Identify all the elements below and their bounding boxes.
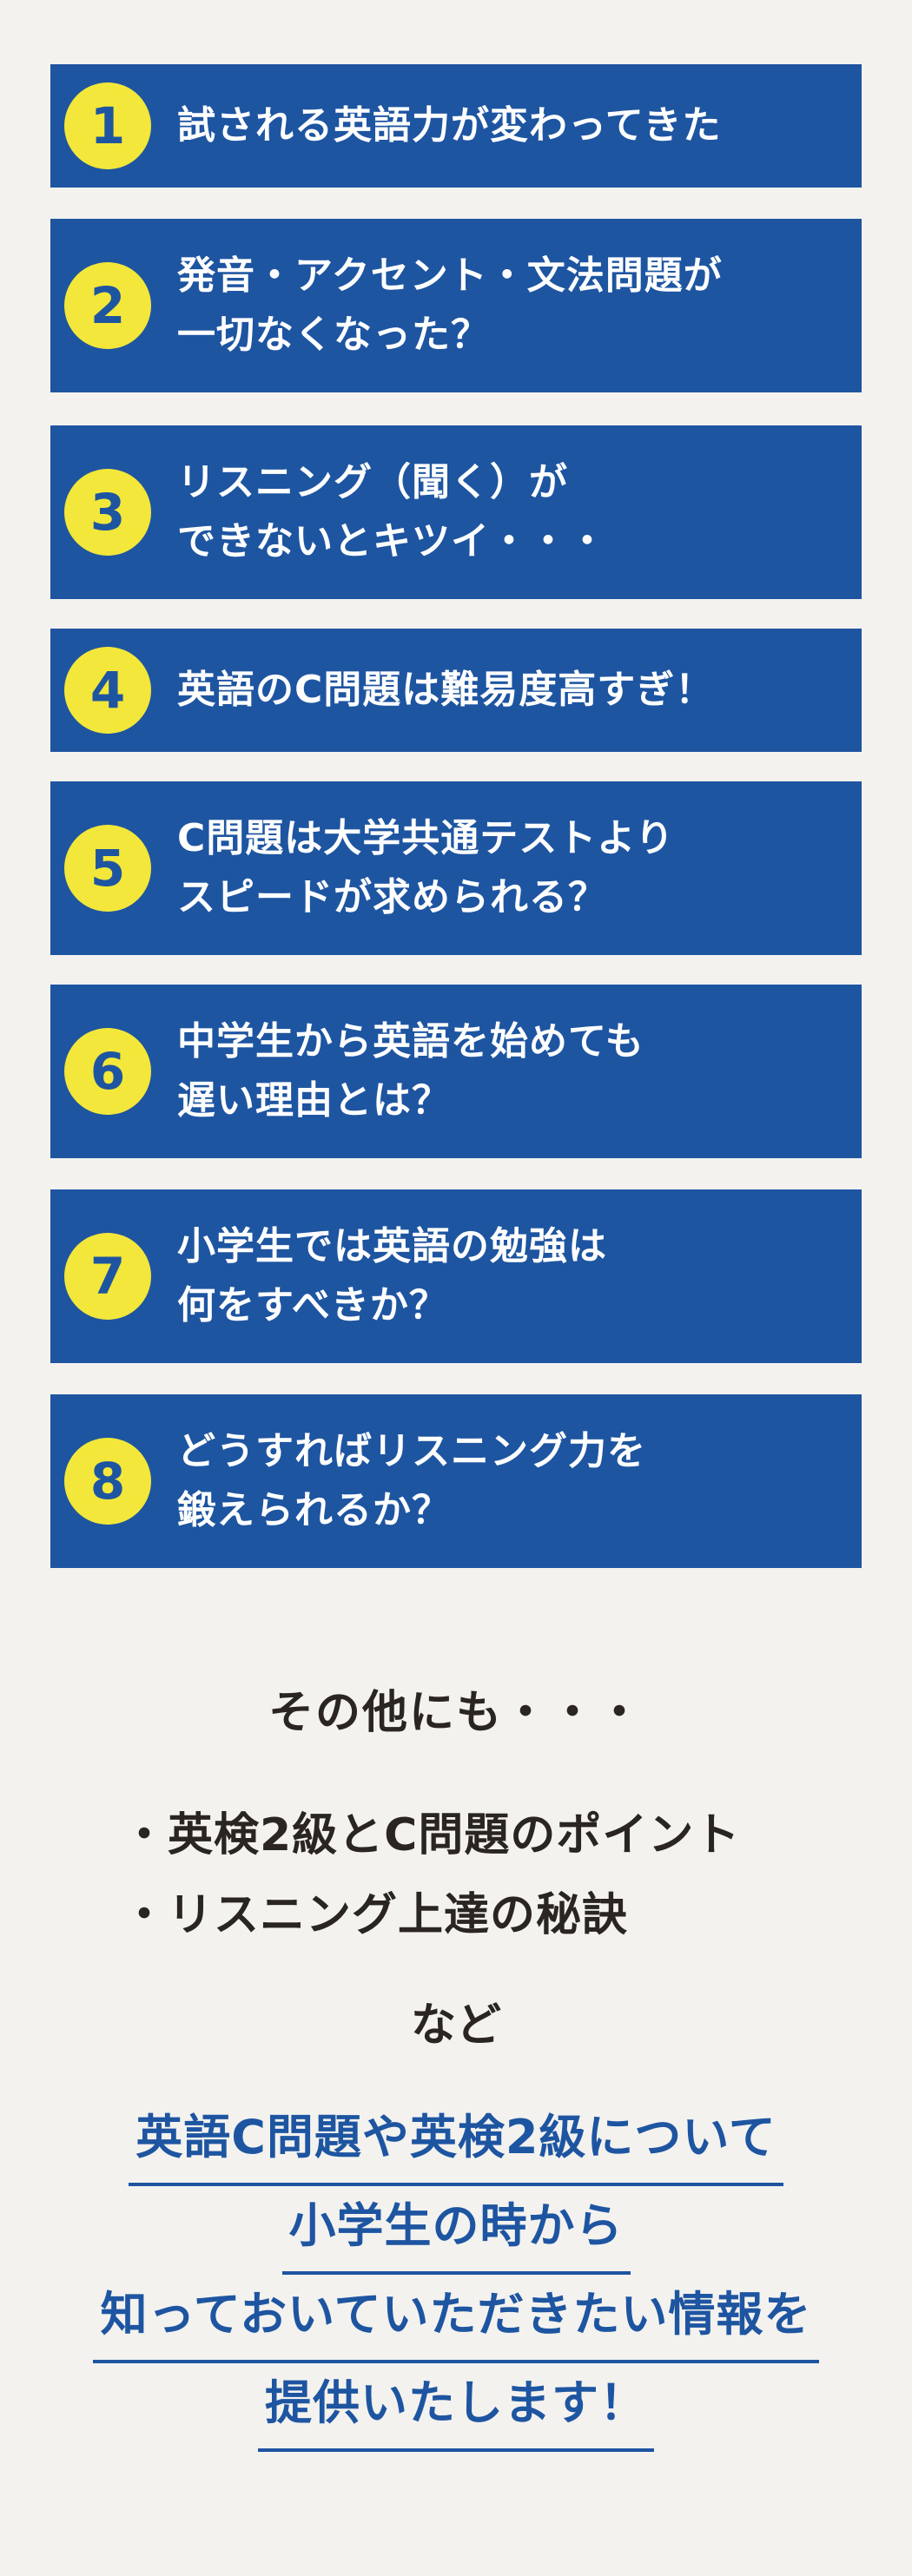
topic-text: どうすればリスニング力を 鍛えられるか？ — [177, 1429, 646, 1532]
number-badge: 2 — [64, 262, 151, 349]
topic-text: C問題は大学共通テストより スピードが求められる？ — [177, 816, 675, 919]
bullet-item-listening: ・リスニング上達の秘訣 — [122, 1889, 629, 1941]
etc-text: など — [410, 2000, 501, 2052]
topic-item-4: 4 英語のC問題は難易度高すぎ！ — [50, 629, 862, 752]
bullet-list: ・英検2級とC問題のポイント ・リスニング上達の秘訣 — [122, 1795, 740, 1955]
topic-item-5: 5 C問題は大学共通テストより スピードが求められる？ — [50, 781, 862, 955]
topic-item-1: 1 試される英語力が変わってきた — [50, 64, 862, 188]
topic-item-6: 6 中学生から英語を始めても 遅い理由とは？ — [50, 985, 862, 1158]
topic-item-2: 2 発音・アクセント・文法問題が 一切なくなった？ — [50, 219, 862, 392]
closing-line-4: 提供いたします！ — [0, 2368, 912, 2452]
number-badge: 4 — [64, 647, 151, 734]
topic-item-7: 7 小学生では英語の勉強は 何をすべきか？ — [50, 1189, 862, 1363]
topic-text: 試される英語力が変わってきた — [177, 103, 722, 148]
closing-line-text: 英語C問題や英検2級について — [129, 2103, 783, 2186]
number-badge: 8 — [64, 1438, 151, 1525]
number-badge: 7 — [64, 1233, 151, 1320]
topic-item-8: 8 どうすればリスニング力を 鍛えられるか？ — [50, 1394, 862, 1568]
number-badge: 6 — [64, 1028, 151, 1115]
closing-line-text: 知っておいていただきたい情報を — [93, 2280, 819, 2363]
closing-line-1: 英語C問題や英検2級について — [0, 2103, 912, 2186]
closing-line-text: 提供いたします！ — [258, 2368, 654, 2452]
bullet-item-eiken: ・英検2級とC問題のポイント — [122, 1809, 741, 1861]
topic-text: 英語のC問題は難易度高すぎ！ — [177, 668, 715, 712]
closing-line-3: 知っておいていただきたい情報を — [0, 2280, 912, 2363]
number-badge: 1 — [64, 82, 151, 169]
number-badge: 5 — [64, 825, 151, 912]
topic-text: 発音・アクセント・文法問題が 一切なくなった？ — [177, 254, 723, 357]
topic-text: 小学生では英語の勉強は 何をすべきか？ — [177, 1224, 607, 1328]
others-heading: その他にも・・・ — [268, 1687, 644, 1739]
topic-text: 中学生から英語を始めても 遅い理由とは？ — [177, 1019, 644, 1123]
closing-line-text: 小学生の時から — [281, 2191, 631, 2275]
topic-text: リスニング（聞く）が できないとキツイ・・・ — [177, 460, 607, 563]
number-badge: 3 — [64, 469, 151, 556]
closing-line-2: 小学生の時から — [0, 2191, 912, 2275]
topic-item-3: 3 リスニング（聞く）が できないとキツイ・・・ — [50, 425, 862, 599]
